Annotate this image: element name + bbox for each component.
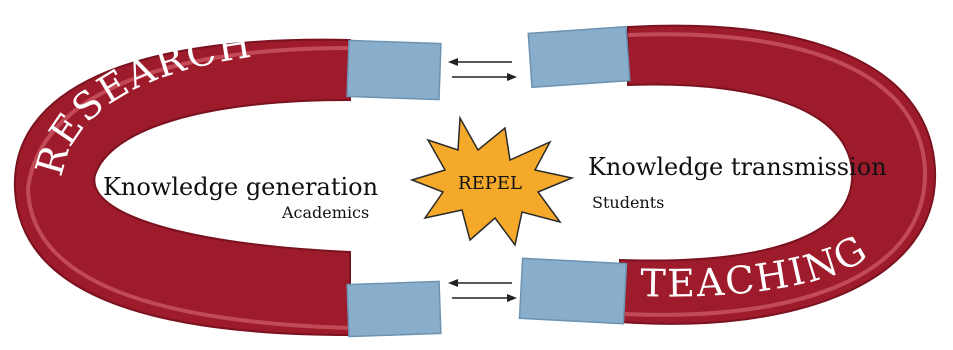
left-main-label: Knowledge generation xyxy=(103,173,378,201)
bottom-repel-arrows xyxy=(448,279,517,302)
repel-burst xyxy=(409,115,575,247)
left-top-pole xyxy=(346,39,442,101)
left-sub-label: Academics xyxy=(281,203,369,222)
right-magnet-body xyxy=(619,24,937,325)
right-magnet-highlight xyxy=(624,32,928,317)
left-magnet-highlight xyxy=(25,46,351,330)
repel-label: REPEL xyxy=(458,173,522,194)
right-main-label: Knowledge transmission xyxy=(588,153,887,181)
left-bottom-pole xyxy=(346,280,442,338)
top-repel-arrows xyxy=(448,58,517,81)
right-sub-label: Students xyxy=(592,193,664,212)
right-top-pole xyxy=(527,25,631,89)
right-bottom-pole xyxy=(518,257,628,325)
left-magnet-body xyxy=(13,38,351,337)
